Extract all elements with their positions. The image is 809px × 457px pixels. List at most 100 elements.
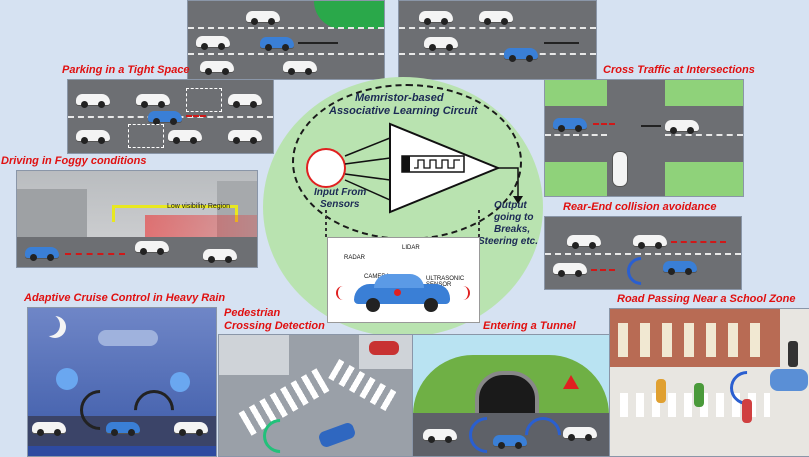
- top-left-lane-panel: [187, 0, 385, 80]
- memristor-wave: [414, 159, 460, 169]
- output-line: [498, 167, 519, 198]
- sensor-dot: [394, 289, 401, 296]
- car: [553, 263, 587, 277]
- car: [665, 120, 699, 134]
- sensor-car-wheel: [424, 298, 438, 312]
- child-icon: [656, 379, 666, 403]
- pedestrian-panel: [218, 334, 413, 457]
- output-label-line1: Output: [494, 200, 527, 211]
- car: [200, 61, 234, 75]
- sensor-wave-icon: [621, 251, 661, 289]
- water-strip: [28, 446, 216, 456]
- tunnel-panel: [412, 334, 610, 457]
- connector-line: [325, 210, 327, 238]
- output-arrowhead: [513, 196, 523, 204]
- output-label-line4: Steering etc.: [478, 236, 539, 247]
- tree-icon: [170, 372, 190, 392]
- tunnel-entrance: [475, 371, 539, 419]
- motion-arrow: [593, 123, 615, 125]
- ego-car: [663, 261, 697, 275]
- motion-arrow: [65, 253, 125, 255]
- school-zone-panel: [609, 308, 809, 457]
- scenario-label-foggy: Driving in Foggy conditions: [1, 155, 147, 167]
- motion-arrow: [641, 125, 661, 127]
- grass-corner: [314, 1, 384, 29]
- ego-car: [493, 435, 527, 449]
- car: [633, 235, 667, 249]
- circuit-title-line1: Memristor-based: [355, 92, 444, 104]
- car: [563, 427, 597, 441]
- car: [567, 235, 601, 249]
- motion-arrow: [591, 269, 615, 271]
- input-label-line1: Input From: [314, 187, 367, 198]
- car-blue: [317, 421, 357, 449]
- sensor-car-box: LIDAR RADAR CAMERA ULTRASONIC SENSOR: [327, 237, 480, 323]
- sensor-car-wheel: [366, 298, 380, 312]
- motion-arrow: [298, 42, 338, 44]
- ego-car: [260, 37, 294, 51]
- top-middle-lane-panel: [398, 0, 597, 80]
- car: [174, 422, 208, 436]
- parking-slot: [186, 88, 222, 112]
- car: [196, 36, 230, 50]
- memristor: [401, 155, 465, 173]
- car-blue: [770, 369, 808, 391]
- radar-wave-icon: [336, 286, 350, 300]
- lidar-label: LIDAR: [402, 245, 420, 251]
- child-icon: [742, 399, 752, 423]
- input-line: [344, 173, 391, 181]
- circuit-title-line2: Associative Learning Circuit: [329, 105, 478, 117]
- car: [424, 37, 458, 51]
- ego-car: [553, 118, 587, 132]
- car: [76, 94, 110, 108]
- memristor-band: [402, 156, 410, 172]
- scenario-label-pedestrian-line1: Pedestrian: [224, 307, 281, 319]
- scenario-label-tunnel: Entering a Tunnel: [483, 320, 576, 332]
- car: [423, 429, 457, 443]
- input-line: [344, 137, 391, 157]
- input-label-line2: Sensors: [320, 199, 360, 210]
- car: [419, 11, 453, 25]
- scenario-label-heavy-rain: Adaptive Cruise Control in Heavy Rain: [24, 292, 226, 304]
- scenario-label-cross-traffic: Cross Traffic at Intersections: [603, 64, 755, 76]
- cross-traffic-panel: [544, 79, 744, 197]
- car: [135, 241, 169, 255]
- input-line: [344, 179, 391, 201]
- low-visibility-bracket: [112, 205, 238, 222]
- car: [168, 130, 202, 144]
- lane-marking: [545, 134, 607, 136]
- child-icon: [694, 383, 704, 407]
- moon-icon: [38, 314, 60, 336]
- car: [283, 61, 317, 75]
- parking-slot: [128, 124, 164, 148]
- car: [76, 130, 110, 144]
- motion-arrow: [671, 241, 726, 243]
- car: [136, 94, 170, 108]
- ego-car: [106, 422, 140, 436]
- connector-line: [478, 210, 480, 238]
- scenario-label-school-zone: Road Passing Near a School Zone: [617, 293, 796, 305]
- ego-car: [504, 48, 538, 62]
- car: [246, 11, 280, 25]
- car: [479, 11, 513, 25]
- input-line: [344, 157, 391, 165]
- fog-building: [17, 189, 87, 239]
- scenario-label-pedestrian-line2: Crossing Detection: [224, 320, 325, 332]
- car-red: [369, 341, 399, 355]
- lane-marking: [665, 134, 743, 136]
- circuit-diagram: [306, 122, 523, 214]
- tree-icon: [56, 368, 78, 390]
- motion-arrow: [186, 115, 206, 117]
- sensor-car-roof: [374, 274, 424, 288]
- scenario-label-rear-end: Rear-End collision avoidance: [563, 201, 717, 213]
- scenario-label-parking: Parking in a Tight Space: [62, 64, 190, 76]
- car: [203, 249, 237, 263]
- cloud-icon: [98, 330, 158, 346]
- foggy-panel: Low visibility Region: [16, 170, 258, 268]
- radar-label: RADAR: [344, 255, 366, 261]
- school-windows: [618, 323, 768, 357]
- lane-marking: [188, 27, 384, 29]
- lane-marking: [545, 253, 741, 255]
- lane-marking: [188, 53, 384, 55]
- warning-sign-icon: [563, 375, 579, 389]
